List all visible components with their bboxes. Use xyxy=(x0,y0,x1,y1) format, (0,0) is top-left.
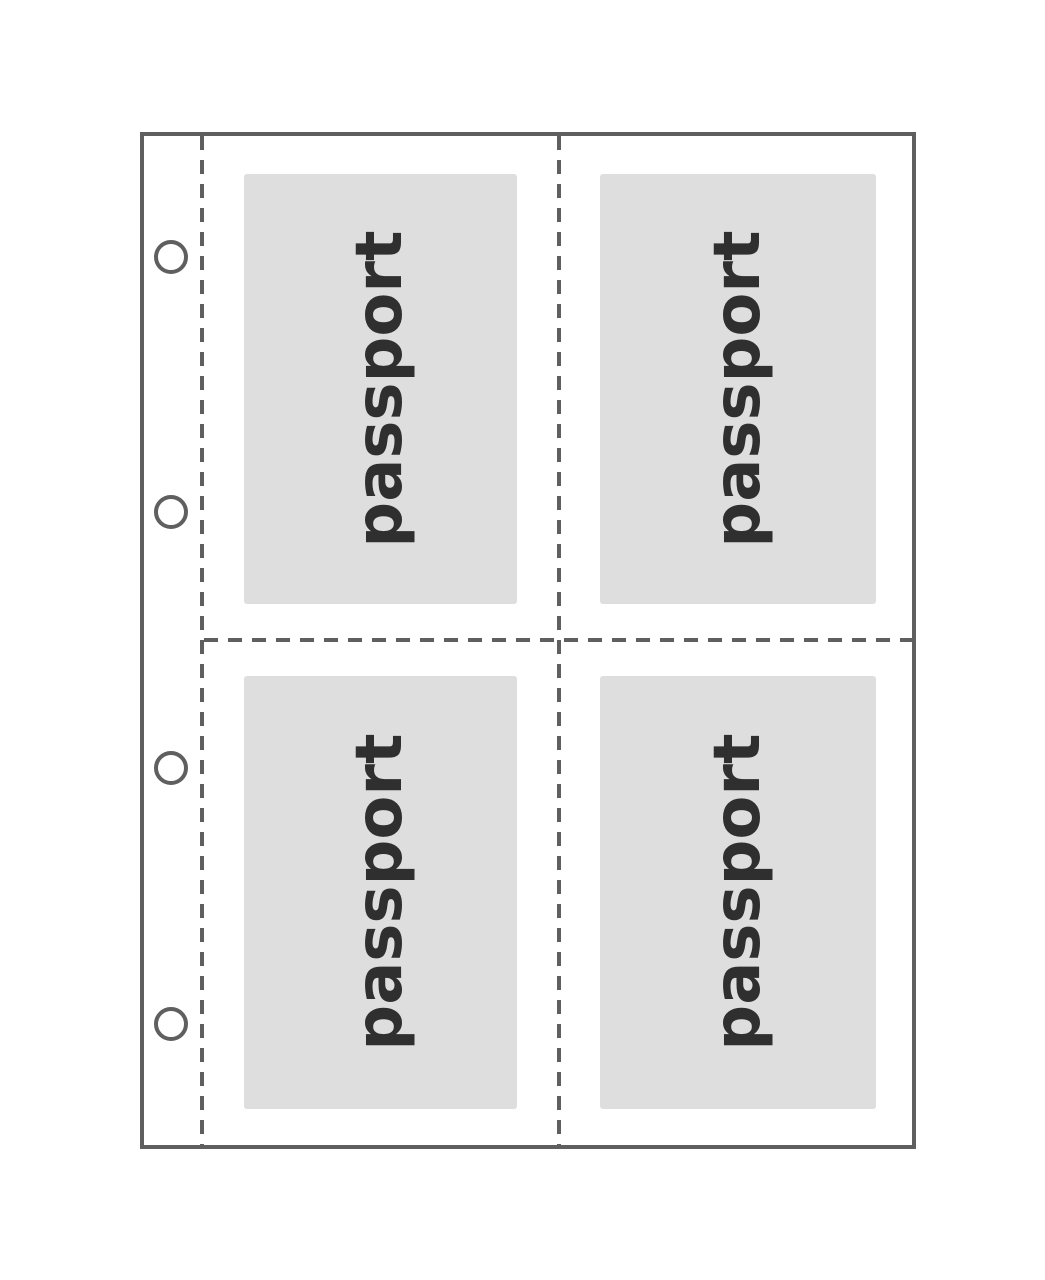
pocket-card xyxy=(244,174,517,604)
pocket-bottom-left: passport xyxy=(244,676,517,1109)
binder-hole xyxy=(154,240,188,274)
pocket-label: passport xyxy=(701,733,775,1050)
pocket-label: passport xyxy=(343,230,417,547)
pocket-top-left: passport xyxy=(244,174,517,604)
pocket-top-right: passport xyxy=(600,174,876,604)
binder-hole xyxy=(154,1007,188,1041)
pocket-card xyxy=(600,676,876,1109)
pocket-card xyxy=(600,174,876,604)
pocket-bottom-right: passport xyxy=(600,676,876,1109)
pocket-label: passport xyxy=(701,230,775,547)
binder-hole xyxy=(154,751,188,785)
pocket-card xyxy=(244,676,517,1109)
pocket-label: passport xyxy=(343,733,417,1050)
binder-hole xyxy=(154,495,188,529)
